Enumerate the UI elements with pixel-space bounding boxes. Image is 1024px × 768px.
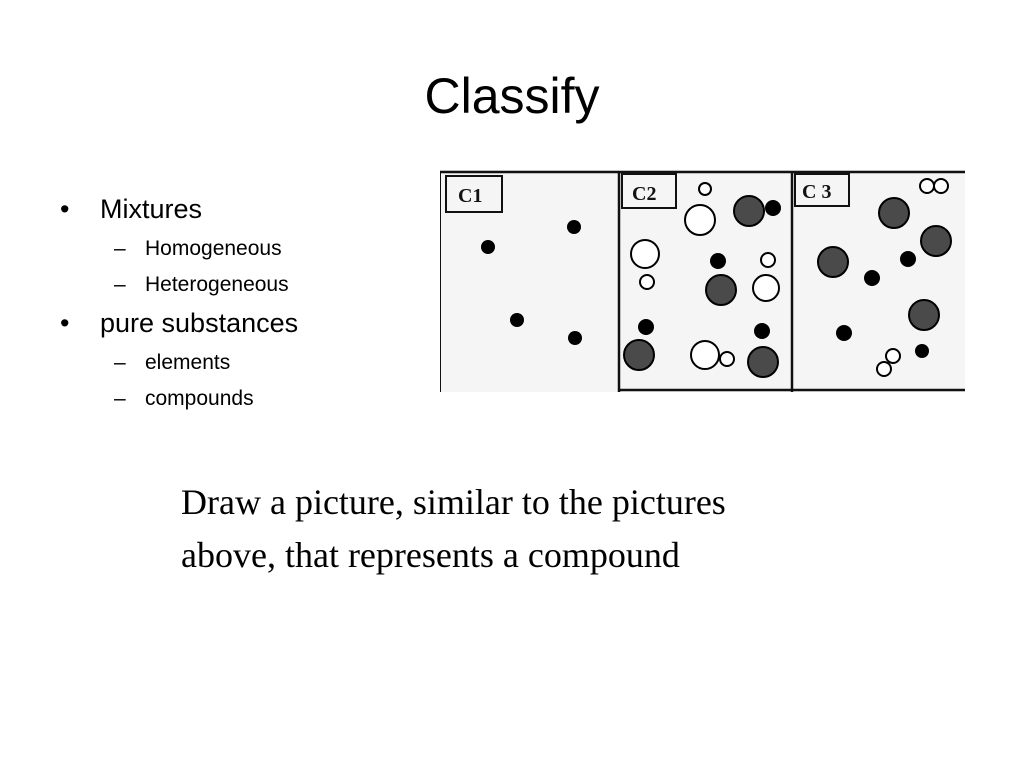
atom-gray xyxy=(908,299,940,331)
label-c1: C1 xyxy=(458,185,482,207)
atom-gray xyxy=(733,195,765,227)
panel-c3-atoms xyxy=(817,178,952,377)
prompt-text: Draw a picture, similar to the pictures … xyxy=(181,482,726,575)
atom-solid xyxy=(765,200,781,216)
atom-hollow xyxy=(876,361,892,377)
atom-solid xyxy=(836,325,852,341)
bullet-label: Mixtures xyxy=(100,194,203,224)
dash-marker: – xyxy=(114,237,126,260)
sub-bullet-label: Homogeneous xyxy=(145,237,282,260)
sub-bullet-label: compounds xyxy=(145,387,254,410)
atom-gray xyxy=(747,346,779,378)
atom-solid xyxy=(568,331,582,345)
sub-bullet-label: Heterogeneous xyxy=(145,273,289,296)
atom-solid xyxy=(900,251,916,267)
atom-solid xyxy=(915,344,929,358)
atom-solid xyxy=(481,240,495,254)
panel-c2-atoms xyxy=(623,182,781,378)
dash-marker: – xyxy=(114,387,126,410)
atom-gray xyxy=(920,225,952,257)
atom-gray xyxy=(878,197,910,229)
particle-diagram: C1 C2 C 3 xyxy=(440,170,965,392)
particle-diagram-svg: C1 C2 C 3 xyxy=(440,170,965,392)
slide-title: Classify xyxy=(424,68,600,124)
sub-bullet-elements: – elements xyxy=(58,348,398,378)
atom-hollow xyxy=(690,340,720,370)
label-box-c1 xyxy=(445,175,503,213)
atom-hollow xyxy=(719,351,735,367)
bullet-marker: • xyxy=(60,308,70,338)
sub-bullet-homogeneous: – Homogeneous xyxy=(58,234,398,264)
atom-hollow xyxy=(933,178,949,194)
dash-marker: – xyxy=(114,351,126,374)
atom-gray xyxy=(817,246,849,278)
label-box-c2 xyxy=(621,173,677,209)
atom-hollow xyxy=(919,178,935,194)
atom-hollow xyxy=(752,274,780,302)
label-c3: C 3 xyxy=(802,181,831,203)
atom-hollow xyxy=(760,252,776,268)
bullet-label: pure substances xyxy=(100,308,299,338)
atom-gray xyxy=(623,339,655,371)
atom-hollow xyxy=(630,239,660,269)
sub-bullet-heterogeneous: – Heterogeneous xyxy=(58,270,398,300)
atom-hollow xyxy=(684,204,716,236)
panel-c1-atoms xyxy=(481,220,582,345)
bullet-marker: • xyxy=(60,194,70,224)
label-box-c3 xyxy=(794,173,850,207)
label-c2: C2 xyxy=(632,183,656,205)
atom-solid xyxy=(567,220,581,234)
atom-solid xyxy=(710,253,726,269)
atom-gray xyxy=(705,274,737,306)
bullet-list: • Mixtures – Homogeneous – Heterogeneous… xyxy=(58,186,398,414)
atom-hollow xyxy=(698,182,712,196)
atom-solid xyxy=(638,319,654,335)
atom-solid xyxy=(864,270,880,286)
bullet-pure-substances: • pure substances xyxy=(58,304,398,342)
atom-hollow xyxy=(639,274,655,290)
sub-bullet-compounds: – compounds xyxy=(58,384,398,414)
atom-solid xyxy=(510,313,524,327)
atom-hollow xyxy=(885,348,901,364)
dash-marker: – xyxy=(114,273,126,296)
sub-bullet-label: elements xyxy=(145,351,231,374)
atom-solid xyxy=(754,323,770,339)
bullet-mixtures: • Mixtures xyxy=(58,190,398,228)
